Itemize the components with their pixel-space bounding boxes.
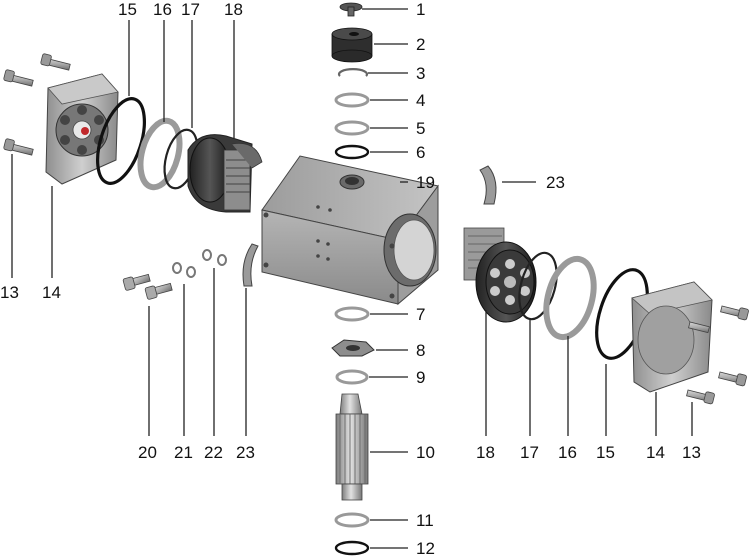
indicator-2 xyxy=(331,27,373,63)
callout-18-right: 18 xyxy=(476,443,495,462)
callout-22: 22 xyxy=(204,443,223,462)
callout-15-left: 15 xyxy=(118,0,137,19)
callout-18-left: 18 xyxy=(224,0,243,19)
bolt-20-lower xyxy=(144,282,173,300)
indicator-cap-1 xyxy=(339,2,363,17)
guide-strip-23-right xyxy=(479,165,497,205)
bolt-13-right-middle xyxy=(718,371,747,387)
ring-4 xyxy=(334,92,370,108)
callout-5: 5 xyxy=(416,119,425,138)
o-ring-15-left xyxy=(96,97,146,185)
bolt-13-right-top xyxy=(720,305,749,321)
callout-13-left: 13 xyxy=(0,283,19,302)
callout-12: 12 xyxy=(416,539,435,557)
o-ring-17-right xyxy=(518,251,558,321)
ring-9 xyxy=(335,369,369,385)
callout-labels: 1 2 3 4 5 6 7 8 9 10 11 12 13 14 15 16 1… xyxy=(0,0,701,557)
callout-20: 20 xyxy=(138,443,157,462)
callout-10: 10 xyxy=(416,443,435,462)
wear-ring-16-left xyxy=(137,117,183,191)
bolt-13-right-lower xyxy=(686,389,715,405)
bolt-13-left-top xyxy=(3,69,34,87)
callout-7: 7 xyxy=(416,305,425,324)
cam-8 xyxy=(331,339,375,357)
callout-17-right: 17 xyxy=(520,443,539,462)
callout-23-right: 23 xyxy=(546,173,565,192)
bolt-13-left-lower xyxy=(3,138,34,156)
o-ring-12 xyxy=(334,540,370,556)
callout-9: 9 xyxy=(416,368,425,387)
callout-4: 4 xyxy=(416,91,425,110)
washer-21-b xyxy=(186,266,196,278)
leader-lines xyxy=(11,8,693,549)
guide-strip-23-left xyxy=(242,243,259,287)
callout-14-right: 14 xyxy=(646,443,665,462)
ring-7 xyxy=(334,306,370,322)
bolt-20-upper xyxy=(122,273,151,291)
callout-1: 1 xyxy=(416,0,425,19)
callout-14-left: 14 xyxy=(42,283,61,302)
wear-ring-16-right xyxy=(543,255,597,341)
pinion-shaft-10 xyxy=(335,393,369,501)
callout-15-right: 15 xyxy=(596,443,615,462)
callout-11: 11 xyxy=(416,511,434,530)
callout-16-left: 16 xyxy=(153,0,172,19)
o-ring-6 xyxy=(334,144,370,160)
callout-23-left: 23 xyxy=(236,443,255,462)
callout-21: 21 xyxy=(174,443,193,462)
callout-3: 3 xyxy=(416,64,425,83)
washer-22-b xyxy=(217,254,227,266)
washer-22-a xyxy=(202,249,212,261)
bolt-13-left-upper xyxy=(40,53,71,71)
callout-8: 8 xyxy=(416,341,425,360)
ring-5 xyxy=(334,120,370,136)
ring-11 xyxy=(334,512,370,528)
piston-18-right xyxy=(463,227,537,323)
washer-21-a xyxy=(172,262,182,274)
callout-16-right: 16 xyxy=(558,443,577,462)
end-cap-14-left xyxy=(45,73,119,185)
end-cap-14-right xyxy=(631,281,713,393)
piston-18-left xyxy=(187,134,263,213)
callout-2: 2 xyxy=(416,35,425,54)
circlip-3 xyxy=(337,68,369,77)
callout-13-right: 13 xyxy=(682,443,701,462)
callout-19: 19 xyxy=(416,173,435,192)
actuator-body-19 xyxy=(261,155,439,306)
callout-17-left: 17 xyxy=(181,0,200,19)
callout-6: 6 xyxy=(416,143,425,162)
